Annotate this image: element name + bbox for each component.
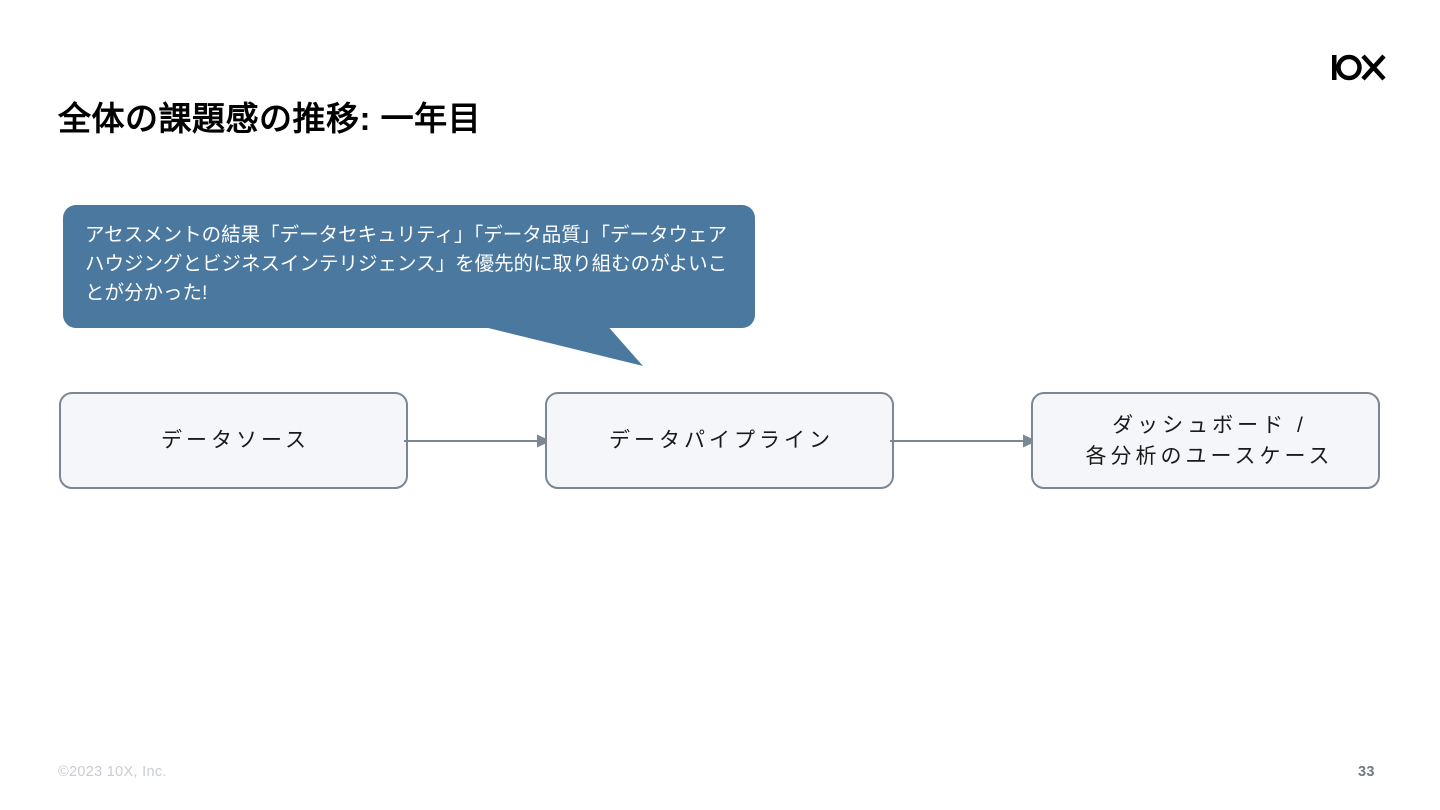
flow-box-data-pipeline[interactable]: データパイプライン [545, 392, 894, 489]
flow-box-label-line1: ダッシュボード / [1112, 413, 1307, 437]
callout-bubble: アセスメントの結果「データセキュリティ」「データ品質」「データウェアハウジングと… [63, 205, 755, 367]
flow-box-label: データソース [161, 429, 310, 452]
flow-box-label-line2: 各分析のユースケース [1085, 444, 1334, 468]
copyright-notice: ©2023 10X, Inc. [58, 764, 167, 780]
connector-arrow-pipeline-to-dashboard [890, 420, 1038, 462]
flow-box-label: データパイプライン [609, 429, 834, 452]
flow-box-data-source[interactable]: データソース [59, 392, 408, 489]
company-logo-10x [1330, 52, 1390, 84]
page-title: 全体の課題感の推移: 一年目 [58, 100, 482, 137]
callout-tail-icon [468, 323, 643, 366]
callout-body: アセスメントの結果「データセキュリティ」「データ品質」「データウェアハウジングと… [63, 205, 755, 328]
page-number: 33 [1358, 764, 1375, 780]
connector-arrow-source-to-pipeline [404, 420, 552, 462]
flow-box-dashboard-usecases[interactable]: ダッシュボード / 各分析のユースケース [1031, 392, 1380, 489]
callout-text: アセスメントの結果「データセキュリティ」「データ品質」「データウェアハウジングと… [85, 224, 728, 304]
